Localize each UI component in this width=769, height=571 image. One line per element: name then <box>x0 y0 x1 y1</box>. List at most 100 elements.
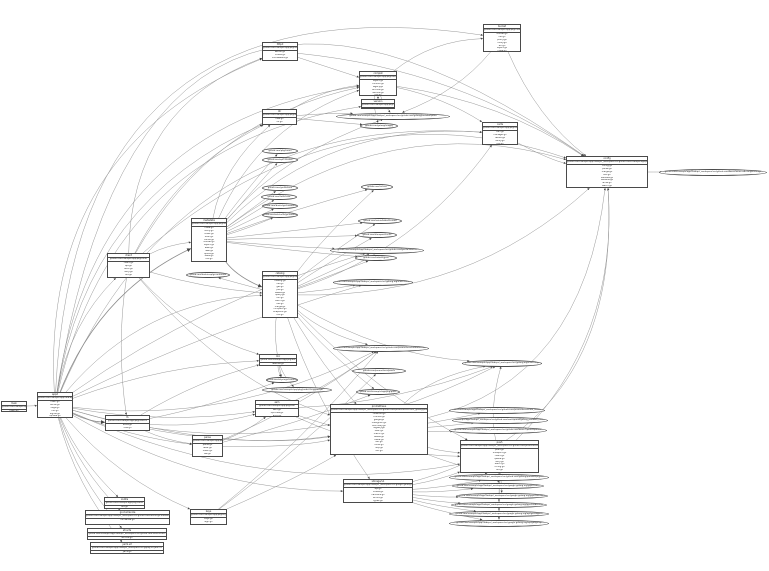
pkg-node-file: notify.go <box>497 41 507 44</box>
pkg-node-import-path: github.com/example/app/Godeps/_workspace… <box>461 445 538 450</box>
pkg-node-import-path: github.com/example/app/pkg/version <box>362 104 394 108</box>
pkg-node-import-path: github.com/example/app/pkg/s3/bucket <box>484 29 520 34</box>
pkg-node-title: appd <box>38 393 72 398</box>
dep-ellipse-x8: github.com/golang/snappy <box>360 122 398 130</box>
dep-ellipse-x6: github.com/mitchellh/go-homedir <box>262 211 298 219</box>
pkg-node-title: push <box>461 441 538 446</box>
pkg-node-file: verify.go <box>191 524 226 525</box>
pkg-node-file: http.go <box>375 446 383 449</box>
pkg-node-import-path: github.com/example/app/Godeps/_workspace… <box>91 547 163 552</box>
pkg-node-file: api.go <box>125 265 132 268</box>
dependency-edge <box>138 277 331 416</box>
pkg-node-import-path: github.com/example/app/Godeps/_workspace… <box>344 484 412 489</box>
dependency-edge <box>412 502 483 521</box>
pkg-node-title: prometheus <box>331 405 427 410</box>
pkg-node-file: api.go <box>374 488 382 491</box>
pkg-node-file: main.go <box>9 410 19 412</box>
pkg-node-file: asm.go <box>272 409 282 412</box>
pkg-node-import-path: github.com/example/app/pkg/ioutils <box>105 502 144 507</box>
pkg-node-file: errors.go <box>373 496 383 499</box>
dep-ellipse-x13: github.com/tidwall/gjson <box>355 254 397 262</box>
dependency-edge <box>402 51 491 113</box>
dependency-edge <box>412 471 461 485</box>
pkg-node-file: meta.go <box>497 50 507 52</box>
dep-ellipse-x9: github.com/rs/cors <box>361 183 393 191</box>
dependency-edge <box>226 163 278 220</box>
dependency-edge <box>393 37 484 72</box>
pkg-node-file: main.go <box>50 401 60 404</box>
pkg-node-file: manager.go <box>493 134 507 137</box>
dependency-edge <box>277 365 281 377</box>
pkg-node-file: heal.go <box>204 249 214 252</box>
pkg-node-file: server.go <box>274 51 286 54</box>
dependency-edge <box>298 366 493 408</box>
pkg-node-file: summary.go <box>372 424 386 427</box>
dependency-edge <box>72 284 362 397</box>
dependency-edge <box>226 222 363 239</box>
dependency-edge <box>297 312 468 441</box>
dependency-edge <box>297 305 470 362</box>
dep-ellipse-x5: github.com/dustin/go-humanize <box>262 202 298 210</box>
dep-ellipse-x7: github.com/example/app/Godeps/_workspace… <box>336 112 450 120</box>
pkg-node-file: bucket.go <box>496 33 508 36</box>
pkg-node-file: auth.go <box>124 267 133 270</box>
dependency-edge <box>218 277 263 290</box>
dependency-edge <box>297 284 356 294</box>
dependency-edge <box>297 237 372 283</box>
dependency-edge <box>295 351 377 401</box>
pkg-node-file: yaml.go <box>122 551 132 554</box>
pkg-node-file: signal.go <box>50 412 60 415</box>
pkg-node-file: client.go <box>123 262 134 265</box>
pkg-node-file: doc.go <box>375 449 383 452</box>
dep-ellipse-x29: github.com/example/app/Godeps/_workspace… <box>449 510 549 518</box>
dependency-edge <box>72 407 256 418</box>
pkg-node-file: object.go <box>203 244 215 247</box>
dependency-edge <box>412 479 482 490</box>
dependency-edge <box>135 86 360 254</box>
dependency-edge <box>297 260 369 288</box>
pkg-node-title: metadata <box>192 219 226 224</box>
dep-ellipse-x20: github.com/example/app/Godeps/_workspace… <box>462 359 542 367</box>
dependency-edge <box>297 223 376 280</box>
pkg-node-file: serve.go <box>50 404 60 407</box>
pkg-node-file: merge.go <box>601 170 613 173</box>
pkg-node-file: cert.go <box>496 131 504 134</box>
pkg-node-file: counter.go <box>373 416 385 419</box>
dependency-edge <box>149 271 263 294</box>
pkg-node-file: compact.go <box>273 308 287 311</box>
dependency-edge <box>507 51 587 157</box>
dependency-edge <box>293 317 357 405</box>
dependency-edge <box>149 427 331 442</box>
pkg-node-title: dir <box>263 110 296 115</box>
dep-ellipse-x10: github.com/minio/blake2b-simd <box>358 217 402 225</box>
dep-ellipse-x31: github.com/example/app/Godeps/_workspace… <box>659 168 767 176</box>
pkg-node-file: decode.go <box>372 91 384 94</box>
dependency-edge <box>427 422 474 428</box>
pkg-node-file: list.go <box>276 283 284 286</box>
dependency-edge <box>516 187 610 441</box>
pkg-node-file: update.go <box>49 415 61 418</box>
pkg-node-import-path: github.com/example/app/Godeps/_workspace… <box>331 409 427 414</box>
dependency-edge <box>72 359 260 399</box>
dependency-edge <box>149 413 256 426</box>
pkg-node-file: structs.go <box>121 537 133 540</box>
pkg-node-file: list.go <box>498 36 506 39</box>
pkg-node-file: reload.go <box>494 136 506 139</box>
pkg-node-file: util.go <box>496 468 503 471</box>
pkg-node-import-path: github.com/example/app/pkg/httpd <box>263 47 297 52</box>
pkg-node-file: query.go <box>275 294 285 297</box>
pkg-node-file: scan.go <box>204 235 214 238</box>
dep-ellipse-x19: github.com/example/app/Godeps/_workspace… <box>333 344 429 352</box>
dependency-edge <box>59 248 192 393</box>
dependency-edge <box>427 412 481 424</box>
dependency-edge <box>427 447 461 454</box>
pkg-node-import-path: github.com/example/app/Godeps/_workspace… <box>86 515 169 520</box>
dependency-edge <box>226 241 335 250</box>
pkg-node-file: routes.go <box>372 491 384 494</box>
pkg-node-file: token.go <box>202 449 213 452</box>
